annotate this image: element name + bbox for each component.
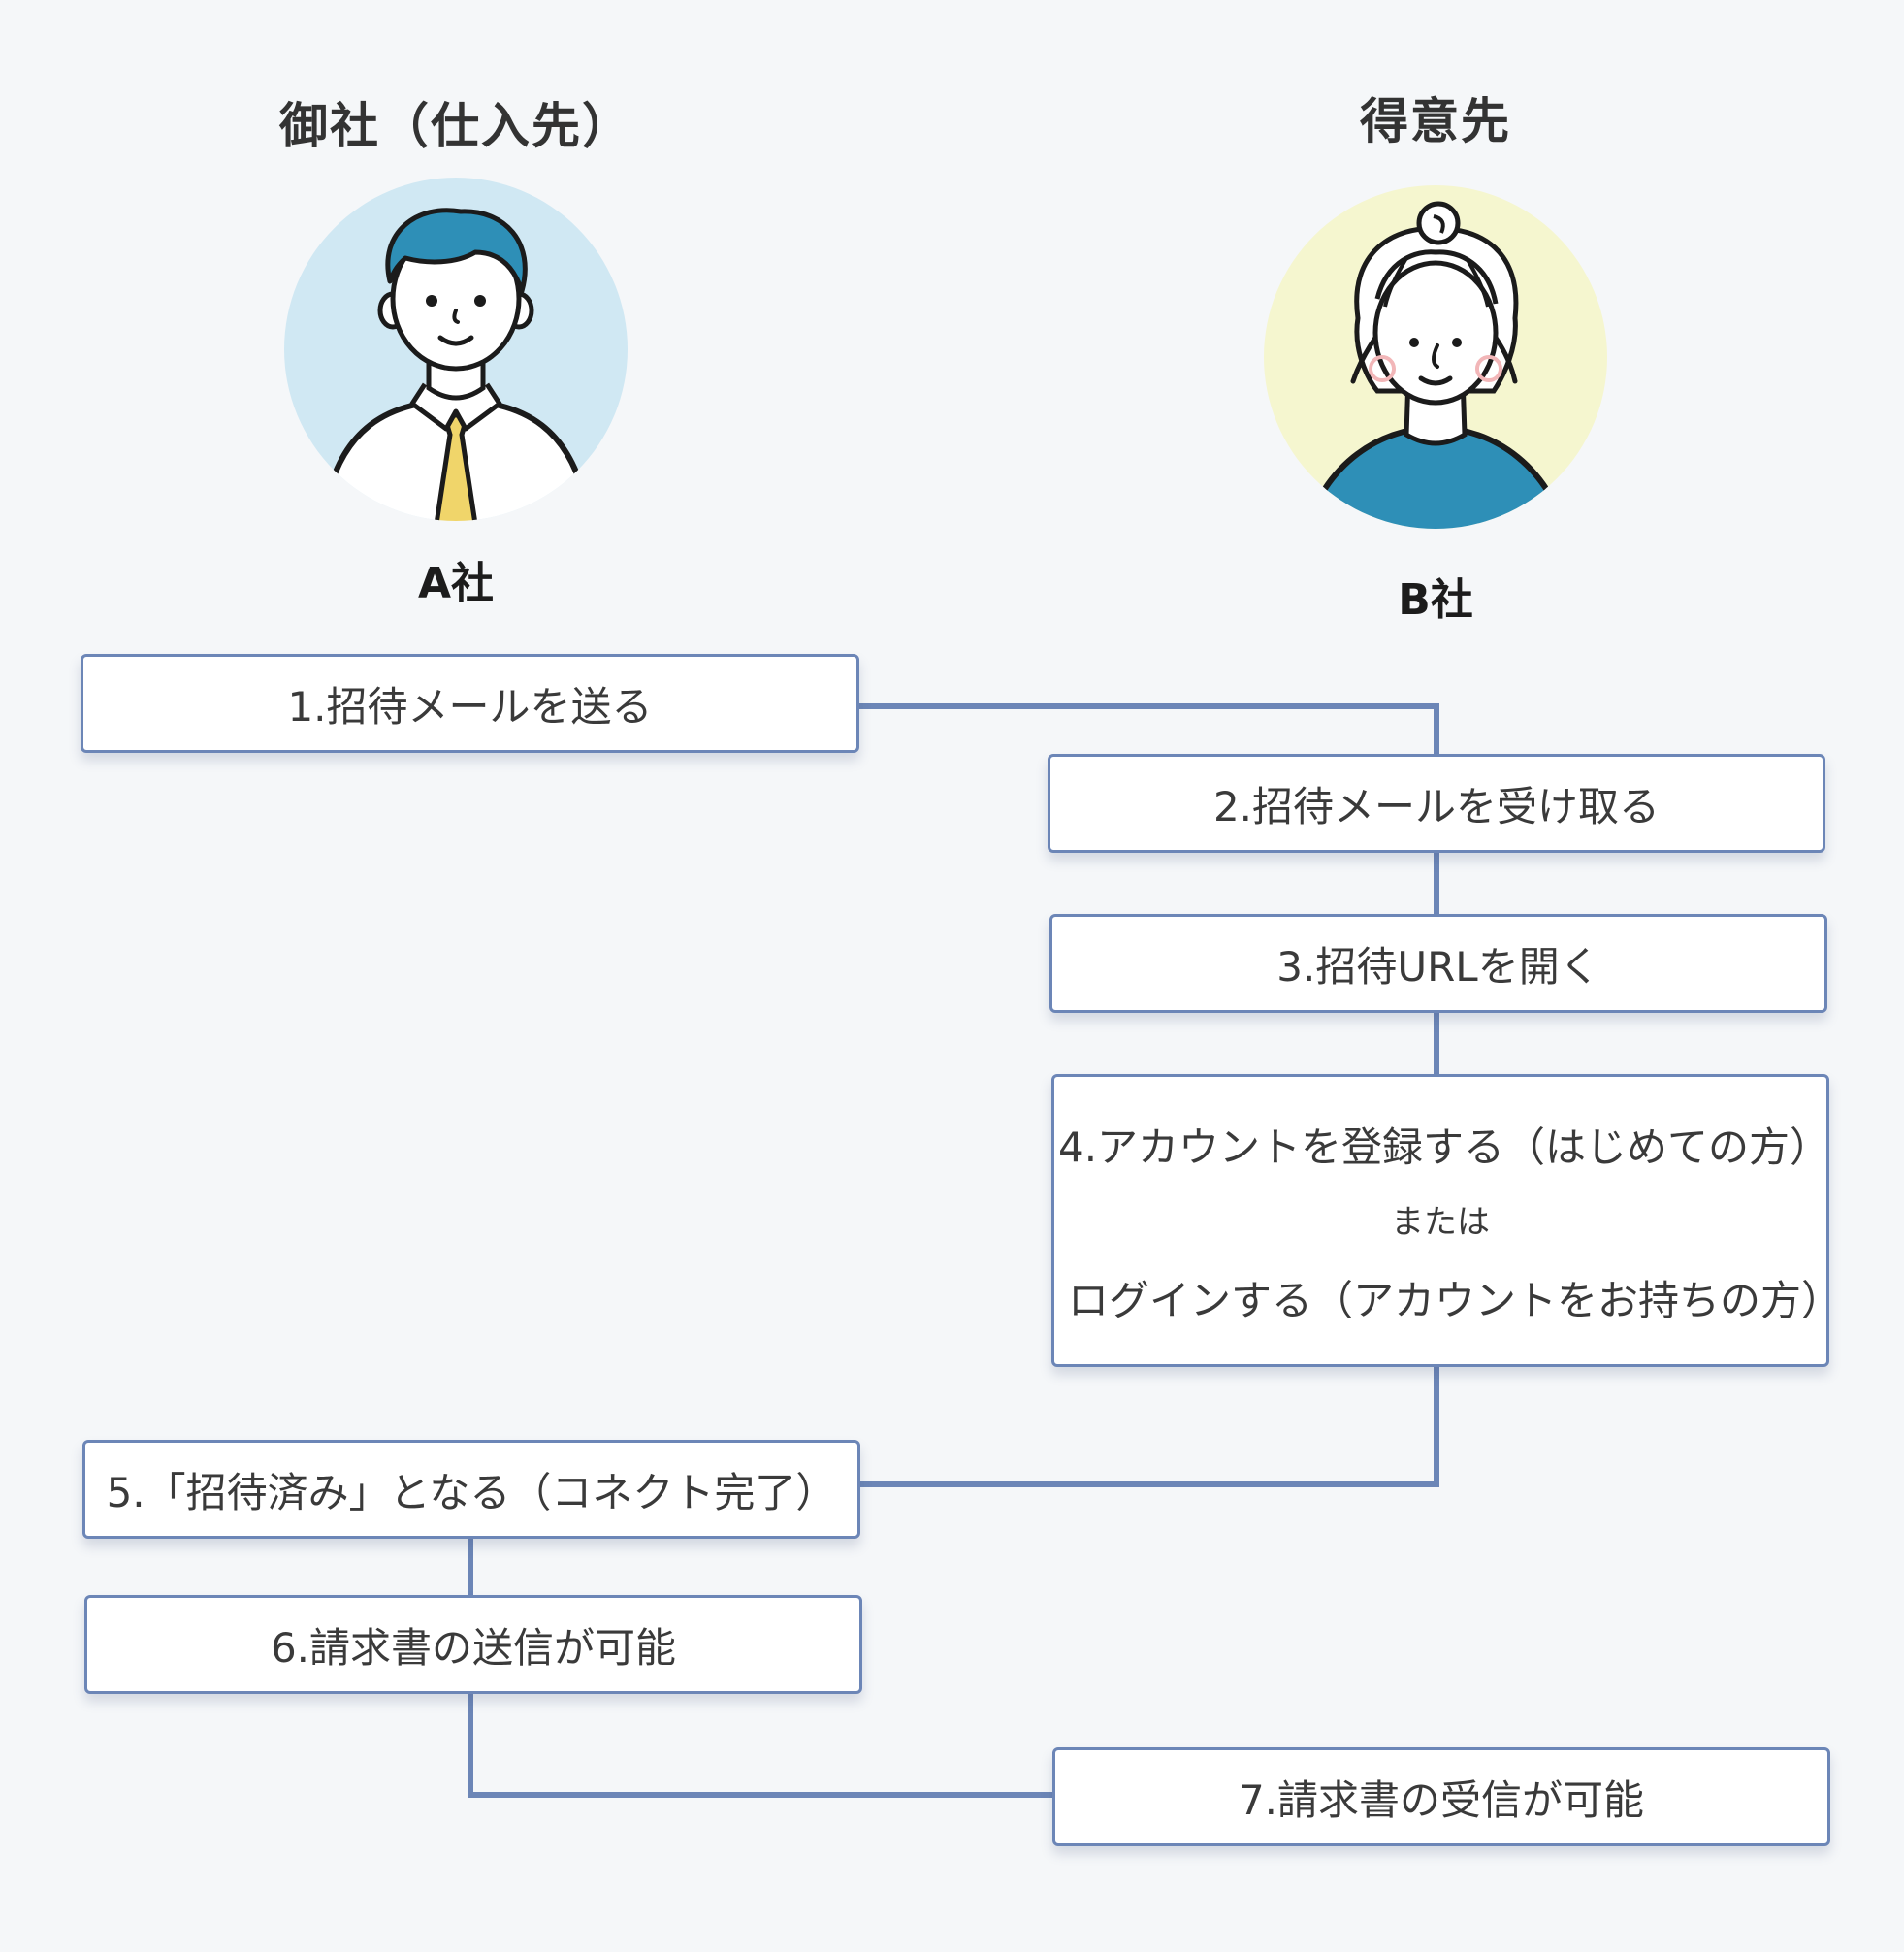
businessman-avatar-icon (284, 178, 628, 521)
step-1-label: 1.招待メールを送る (287, 682, 653, 731)
step-2-label: 2.招待メールを受け取る (1212, 782, 1661, 830)
step-5-connect-complete: 5.「招待済み」となる（コネクト完了） (82, 1440, 860, 1539)
right-company-label: B社 (1398, 575, 1473, 625)
step-5-label: 5.「招待済み」となる（コネクト完了） (106, 1468, 837, 1516)
step-3-label: 3.招待URLを開く (1276, 942, 1600, 991)
step-3-open-url: 3.招待URLを開く (1049, 914, 1827, 1013)
step-4-line1: 4.アカウントを登録する（はじめての方） (1057, 1122, 1831, 1171)
connector-6-7 (468, 1693, 1053, 1798)
connector-4-5 (858, 1366, 1439, 1487)
step-7-label: 7.請求書の受信が可能 (1238, 1775, 1645, 1824)
left-column-title: 御社（仕入先） (279, 98, 632, 154)
step-4-line2: ログインする（アカウントをお持ちの方） (1068, 1276, 1843, 1324)
step-2-receive-invitation: 2.招待メールを受け取る (1048, 754, 1825, 853)
step-7-invoice-receiving: 7.請求書の受信が可能 (1052, 1747, 1830, 1846)
woman-avatar-icon (1264, 185, 1607, 529)
connector-1-2 (857, 703, 1439, 756)
right-column-title: 得意先 (1360, 93, 1511, 149)
step-6-invoice-sending: 6.請求書の送信が可能 (84, 1595, 862, 1694)
step-1-send-invitation: 1.招待メールを送る (81, 654, 859, 753)
left-company-label: A社 (417, 559, 495, 608)
step-6-label: 6.請求書の送信が可能 (270, 1623, 677, 1672)
step-4-register-or-login: 4.アカウントを登録する（はじめての方） または ログインする（アカウントをお持… (1051, 1074, 1842, 1367)
step-4-or: または (1391, 1202, 1490, 1242)
